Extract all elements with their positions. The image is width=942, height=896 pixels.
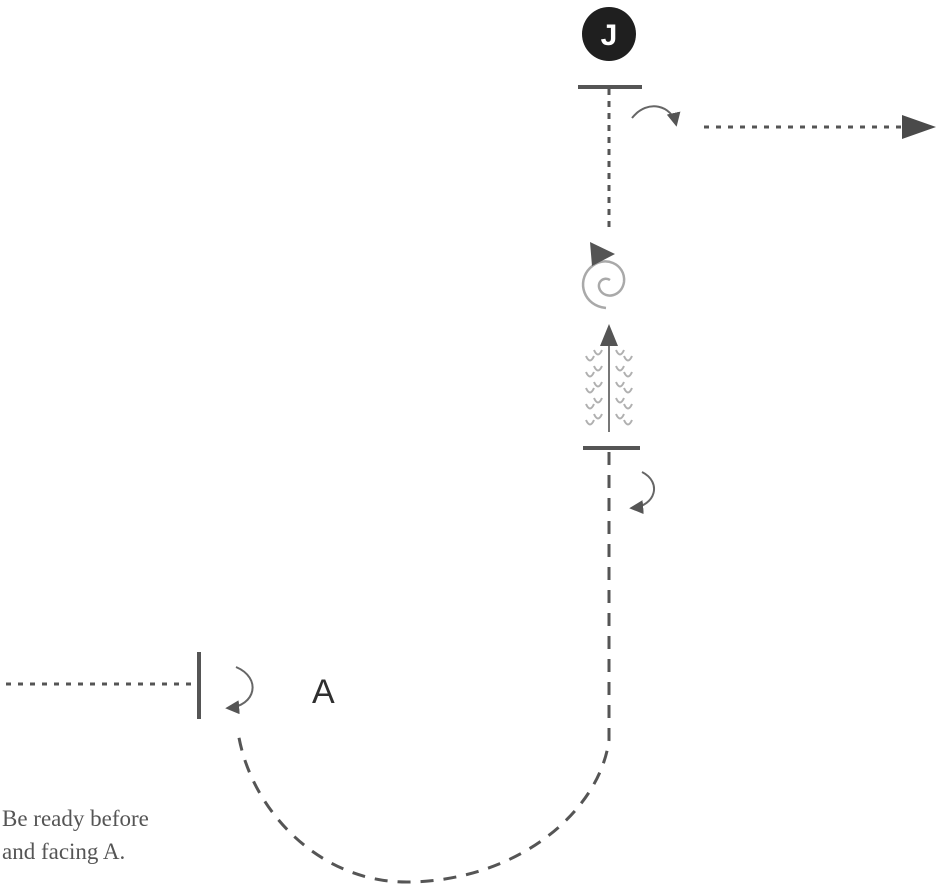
spin-symbol-icon — [581, 242, 626, 310]
turn-arrow-icon — [631, 105, 681, 127]
wave-pattern-icon — [585, 324, 633, 432]
turn-arrow-icon — [629, 471, 655, 515]
note-line-1: Be ready before — [2, 806, 149, 831]
judge-marker: J — [582, 7, 636, 61]
exit-arrow — [704, 115, 936, 139]
marker-a-label: A — [312, 673, 335, 711]
turn-arrow-icon — [225, 666, 254, 715]
arrowhead-icon — [600, 324, 618, 346]
note-line-2: and facing A. — [2, 839, 126, 864]
lower-dashed-path — [236, 452, 611, 884]
judge-circle-icon — [582, 7, 636, 61]
instruction-note: Be ready before and facing A. — [2, 802, 149, 868]
judge-letter: J — [601, 19, 618, 52]
arrowhead-icon — [902, 115, 936, 139]
